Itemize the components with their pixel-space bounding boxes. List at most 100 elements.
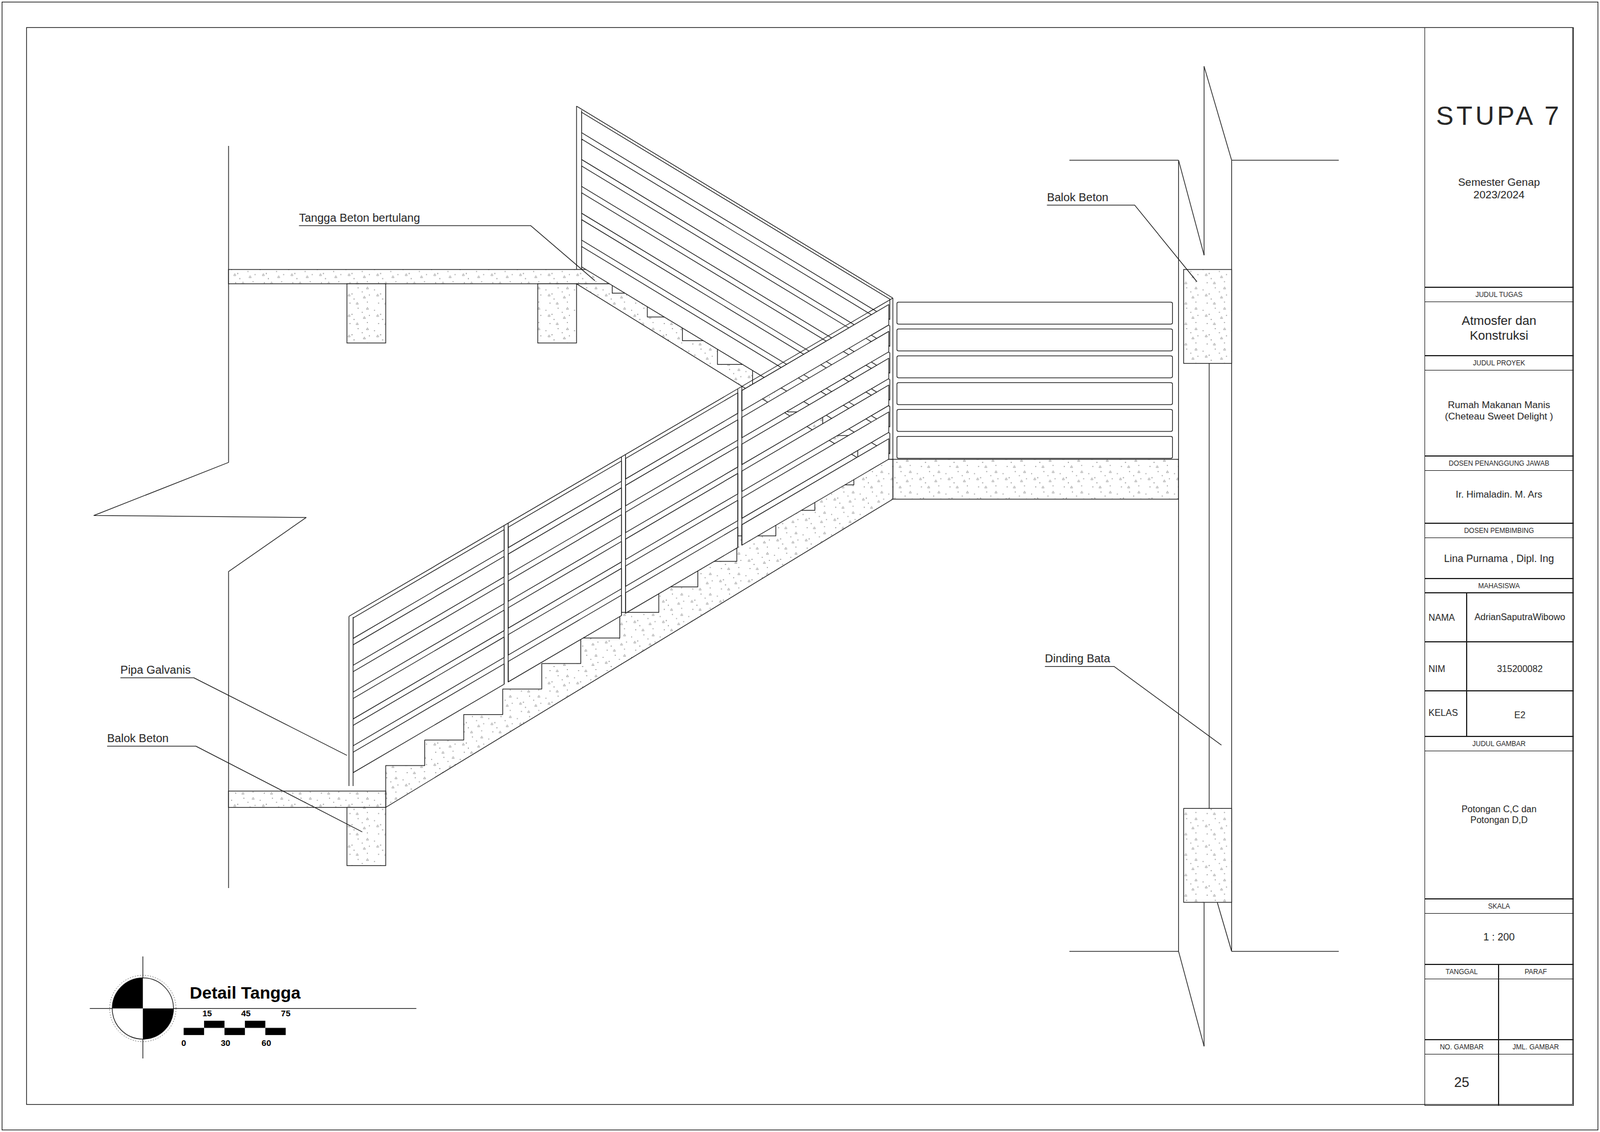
galvanized-pipe-bar [896, 382, 1173, 405]
title-block-cell: JUDUL PROYEK Rumah Makanan Manis (Cheteau… [1424, 354, 1574, 457]
title-block-cell: NAMA [1424, 592, 1468, 643]
cell-text: Lina Purnama , Dipl. Ing [1443, 552, 1554, 565]
railing-post [503, 525, 505, 684]
cell-header: JUDUL TUGAS [1475, 290, 1523, 299]
railing-post [892, 298, 893, 460]
header-rule [1425, 301, 1574, 302]
cell-text: KELAS [1428, 707, 1459, 719]
railing-post [625, 454, 626, 613]
drawing-title: Detail Tangga [189, 982, 301, 1002]
cell-text: AdrianSaputraWibowo [1474, 611, 1566, 623]
scale-number: 45 [241, 1008, 251, 1019]
cell-header: DOSEN PENANGGUNG JAWAB [1449, 458, 1550, 467]
title-block-cell: NO. GAMBAR 25 [1424, 1038, 1500, 1106]
galvanized-pipe-bar [896, 328, 1173, 351]
title-block-cell: E2 [1466, 690, 1574, 737]
section-symbol-ring [109, 974, 177, 1042]
header-rule [1425, 537, 1574, 538]
callout-label: Balok Beton [107, 731, 169, 745]
leader-line [299, 225, 595, 281]
title-block-cell: DOSEN PEMBIMBING Lina Purnama , Dipl. Ing [1424, 522, 1574, 579]
concrete-beam [1183, 807, 1232, 902]
cell-header: PARAF [1524, 966, 1548, 975]
scale-bar-block [183, 1027, 204, 1035]
drawing-frame [26, 27, 1573, 1104]
section-symbol-quadrant [112, 977, 144, 1009]
railing-post [507, 523, 509, 682]
scale-number: 75 [280, 1008, 291, 1019]
railing-post [348, 615, 350, 786]
galvanized-pipe-bar [353, 663, 505, 773]
floor-line [1069, 160, 1179, 161]
galvanized-pipe-bar [741, 438, 889, 546]
header-rule [1425, 912, 1574, 914]
header-rule [1425, 369, 1574, 371]
concrete-beam [347, 807, 386, 866]
galvanized-pipe-bar [896, 355, 1173, 378]
scale-bar-block [203, 1020, 225, 1028]
cell-header: TANGGAL [1445, 966, 1478, 975]
floor-slab [228, 790, 386, 808]
header-rule [1425, 470, 1574, 471]
header-rule [1425, 750, 1574, 751]
callout-label: Pipa Galvanis [120, 663, 191, 676]
callout-label: Tangga Beton bertulang [299, 211, 420, 224]
header-rule [1498, 978, 1574, 979]
header-rule [1498, 1053, 1574, 1055]
callout-label: Dinding Bata [1045, 651, 1111, 665]
title-block-cell: JML. GAMBAR [1498, 1038, 1574, 1106]
railing-post [621, 456, 622, 616]
cell-header: JUDUL GAMBAR [1472, 739, 1526, 748]
cell-header: NO. GAMBAR [1439, 1042, 1484, 1051]
cell-text: 25 [1454, 1074, 1470, 1091]
title-block-cell: NIM [1424, 641, 1468, 692]
cell-text: Atmosfer dan Konstruksi [1445, 313, 1554, 344]
header-rule [1425, 1053, 1499, 1055]
title-block-cell: STUPA 7 Semester Genap 2023/2024 [1424, 27, 1574, 288]
railing-post [352, 616, 354, 786]
title-block-cell: TANGGAL [1424, 963, 1500, 1040]
cell-text: Potongan C,C dan Potongan D,D [1453, 803, 1545, 826]
scale-number: 60 [261, 1038, 272, 1048]
wall-break-line [1203, 66, 1232, 161]
section-symbol [112, 977, 174, 1039]
title-block-cell: JUDUL TUGAS Atmosfer dan Konstruksi [1424, 286, 1574, 357]
wall-break-line [1178, 950, 1204, 1047]
title-block-cell: PARAF [1498, 963, 1574, 1040]
cell-text: MAHASISWA [1478, 581, 1520, 590]
cell-text: Semester Genap 2023/2024 [1450, 176, 1548, 202]
wall-break-line [1178, 160, 1204, 256]
title-block-cell: 315200082 [1466, 641, 1574, 692]
cell-header: JUDUL PROYEK [1472, 358, 1526, 367]
cell-text: STUPA 7 [1435, 100, 1562, 132]
scale-bar-block [245, 1020, 266, 1028]
floor-line [1069, 950, 1179, 951]
cell-header: DOSEN PEMBIMBING [1463, 525, 1534, 534]
scale-number: 30 [220, 1038, 231, 1048]
concrete-beam [347, 283, 386, 344]
railing-post [737, 388, 738, 548]
leader-line [1045, 666, 1222, 745]
floor-line [1231, 950, 1340, 951]
floor-line [1231, 160, 1340, 161]
scale-number: 15 [202, 1008, 212, 1019]
galvanized-pipe-bar [625, 527, 738, 614]
scale-bar-block [265, 1027, 287, 1035]
galvanized-pipe-bar [896, 301, 1173, 325]
title-block-cell: DOSEN PENANGGUNG JAWABIr. Himaladin. M. … [1424, 455, 1574, 524]
wall-break-line [94, 145, 306, 888]
brick-wall-line [1208, 363, 1210, 809]
scale-number: 0 [181, 1038, 186, 1048]
cell-text: NAMA [1428, 612, 1455, 624]
cell-text: Rumah Makanan Manis (Cheteau Sweet Delig… [1434, 399, 1563, 423]
wall-break-line [1203, 66, 1205, 255]
callout-label: Balok Beton [1046, 190, 1109, 204]
section-symbol-quadrant [143, 1007, 174, 1039]
cell-text: E2 [1513, 709, 1526, 721]
railing-post [576, 105, 577, 270]
concrete-beam [1183, 269, 1232, 364]
